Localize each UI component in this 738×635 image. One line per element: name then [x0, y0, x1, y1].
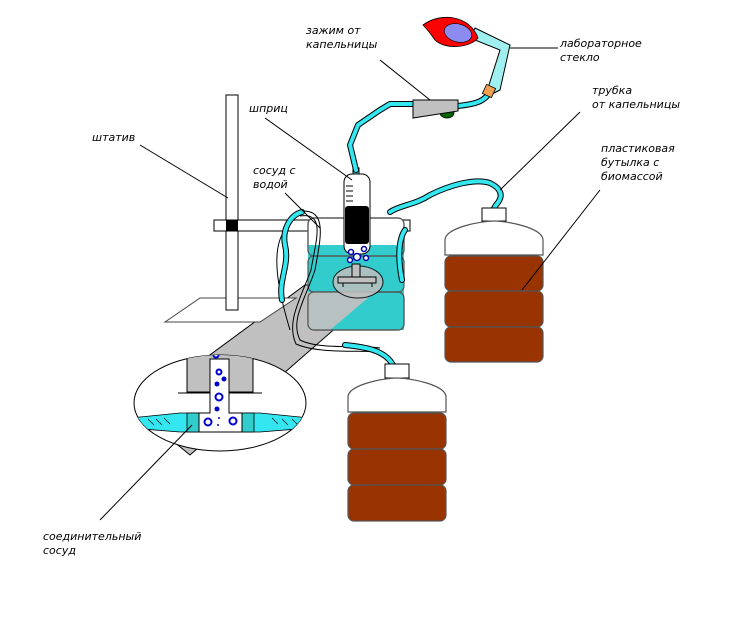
label-drip-tube: трубка от капельницы — [592, 84, 680, 111]
syringe-plunger — [345, 206, 369, 244]
orange-coupling — [481, 83, 497, 99]
label-connector: соединительный сосуд — [43, 530, 145, 557]
leader-connector — [99, 424, 193, 521]
label-water-vessel: сосуд с водой — [253, 164, 299, 191]
leader-drip-tube — [499, 111, 581, 191]
leader-water-vessel — [284, 192, 321, 229]
label-syringe: шприц — [249, 102, 288, 115]
bottle-lower — [347, 363, 447, 522]
tube-stand-side — [278, 209, 305, 303]
label-stand: штатив — [92, 131, 135, 144]
tube-vessel-to-bottle-right — [387, 178, 504, 215]
leader-stand — [139, 144, 229, 199]
tube-syringe-to-clamp — [347, 101, 419, 173]
label-bottle: пластиковая бутылка с биомассой — [601, 142, 678, 183]
lab-glass — [422, 17, 511, 99]
tube-right-inside-vessel — [396, 227, 408, 283]
stand-rod — [225, 94, 239, 311]
leader-bottle — [521, 189, 601, 291]
bottle-right — [444, 207, 544, 363]
gas-bubbles — [346, 245, 370, 264]
inset-bubbles — [203, 355, 238, 427]
magnifier-inset — [133, 354, 307, 452]
stand-clamp-joint — [226, 220, 238, 231]
drip-clamp — [412, 99, 459, 119]
syringe — [343, 167, 371, 255]
leader-clamp — [379, 59, 431, 101]
glass-inner — [443, 23, 473, 43]
label-clamp: зажим от капельницы — [306, 24, 378, 51]
tube-vessel-to-bottle-lower — [342, 342, 396, 368]
connector-vessel-small — [332, 263, 384, 299]
tube-clamp-to-glass — [455, 92, 491, 109]
label-lab-glass: лабораторное стекло — [559, 37, 645, 64]
leader-syringe — [264, 117, 353, 181]
